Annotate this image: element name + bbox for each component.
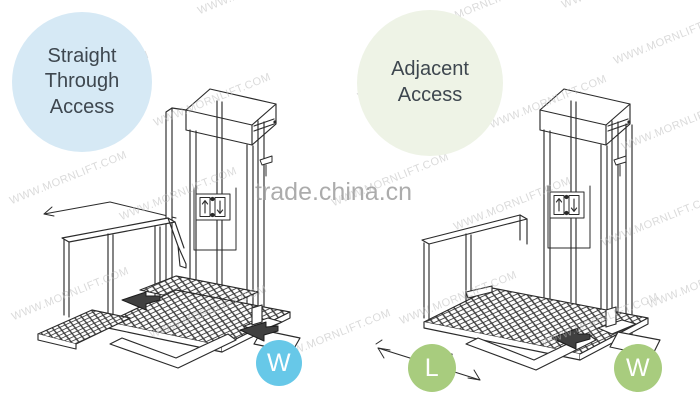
watermark-text: WWW.MORNLIFT.COM [560, 0, 681, 11]
watermark-text: WWW.MORNLIFT.COM [452, 175, 573, 234]
watermark-text: WWW.MORNLIFT.COM [612, 9, 700, 68]
handrail [61, 217, 187, 333]
watermark-text: WWW.MORNLIFT.COM [330, 151, 451, 210]
lift-base [597, 306, 637, 335]
label-line-1: Adjacent [391, 58, 469, 81]
label-adjacent-access: Adjacent Access [357, 10, 503, 156]
badge-length-right: L [408, 344, 456, 392]
watermark-text: WWW.MORNLIFT.COM [398, 269, 519, 328]
dimension-line [43, 201, 177, 219]
label-line-2: Access [397, 84, 463, 106]
watermark-text: WWW.MORNLIFT.COM [148, 283, 269, 342]
watermark-text: WWW.MORNLIFT.COM [488, 73, 609, 132]
watermark-text: WWW.MORNLIFT.COM [118, 165, 239, 224]
label-line-3: Access [49, 95, 115, 118]
control-panel [193, 187, 237, 251]
badge-width-left: W [256, 340, 302, 386]
latch-detail [259, 155, 273, 177]
control-panel [547, 185, 591, 249]
mast-tower [539, 88, 633, 339]
watermark-text: WWW.MORNLIFT.COM [152, 71, 273, 130]
watermark-text: WWW.MORNLIFT.COM [540, 291, 661, 350]
watermark-text: WWW.MORNLIFT.COM [10, 265, 131, 324]
label-line-2: Through [44, 70, 120, 93]
label-line-1: Straight [47, 44, 117, 67]
watermark-text: WWW.MORNLIFT.COM [8, 149, 129, 208]
mast-tower [165, 88, 277, 333]
lift-straight-through [37, 88, 301, 369]
badge-width-right: W [614, 344, 662, 392]
watermark-text: WWW.MORNLIFT.COM [646, 253, 700, 312]
label-straight-through-access: Straight Through Access [12, 12, 152, 152]
watermark-text: WWW.MORNLIFT.COM [600, 191, 700, 250]
watermark-text: WWW.MORNLIFT.COM [620, 95, 700, 154]
latch-detail [613, 155, 627, 177]
watermark-text: WWW.MORNLIFT.COM [196, 0, 317, 17]
direction-arrow [121, 291, 279, 342]
